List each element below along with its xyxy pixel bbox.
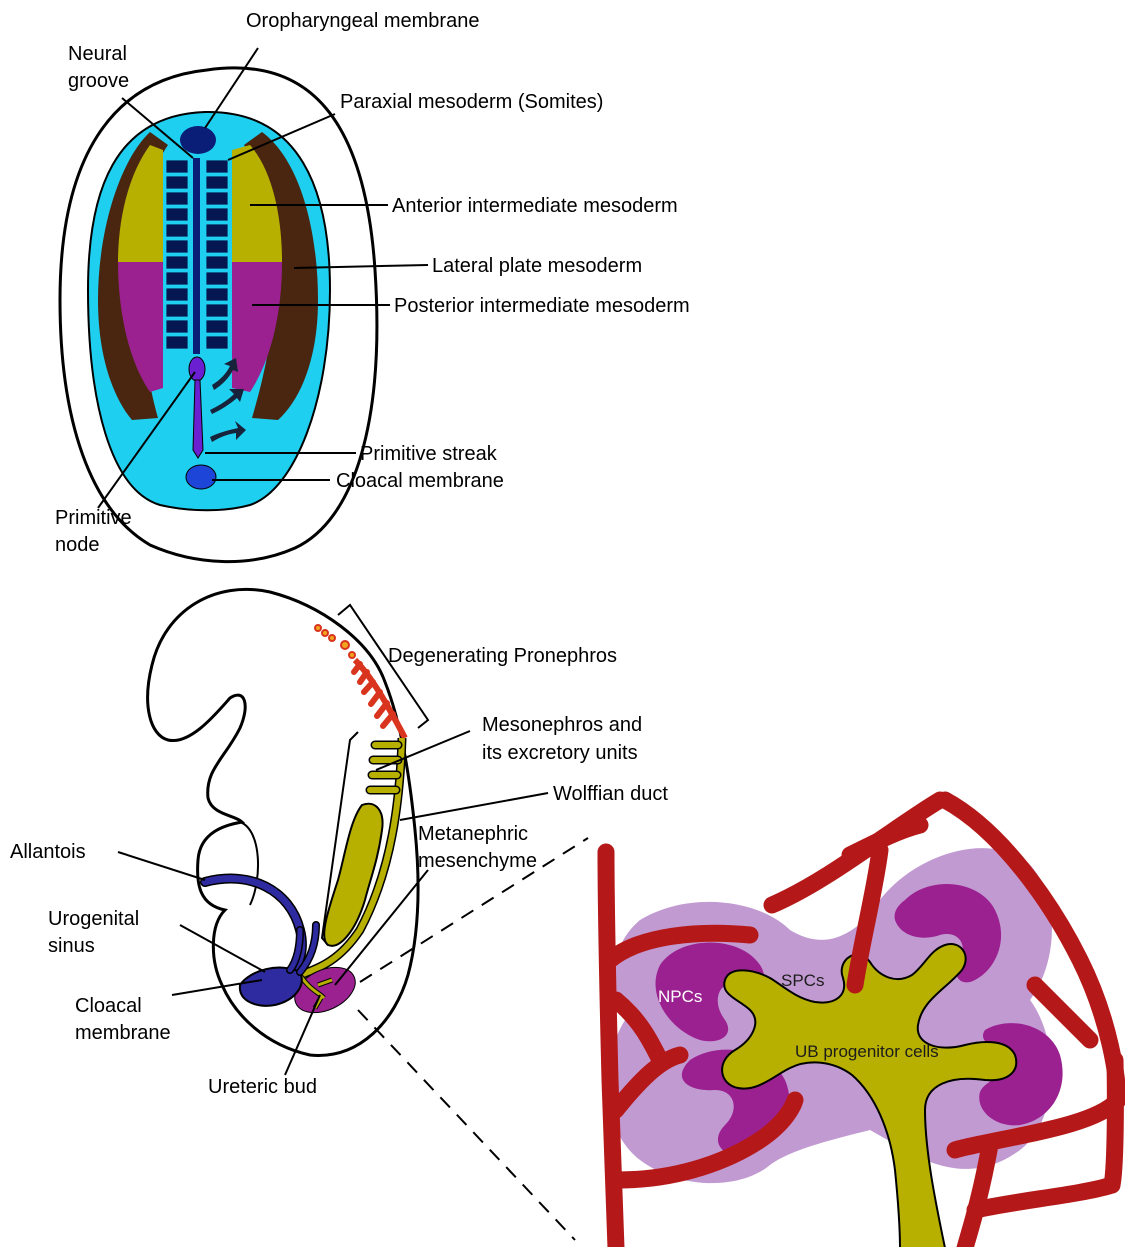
embryonic-disc-panel: Oropharyngeal membrane Neural groove Par… bbox=[55, 10, 690, 562]
somite-left-11 bbox=[166, 320, 188, 333]
somite-left-12 bbox=[166, 336, 188, 349]
zoom-line-bottom bbox=[358, 1010, 575, 1240]
somite-left-7 bbox=[166, 256, 188, 269]
label-posterior-intermediate-mesoderm: Posterior intermediate mesoderm bbox=[394, 295, 690, 317]
label-neural-groove-line1: Neural bbox=[68, 43, 127, 65]
somite-left-5 bbox=[166, 224, 188, 237]
label-mesonephros-line1: Mesonephros and bbox=[482, 714, 642, 736]
somite-left-4 bbox=[166, 208, 188, 221]
somite-right-9 bbox=[206, 288, 228, 301]
somite-right-1 bbox=[206, 160, 228, 173]
somite-right-10 bbox=[206, 304, 228, 317]
somite-right-5 bbox=[206, 224, 228, 237]
label-mesonephros-line2: its excretory units bbox=[482, 742, 638, 764]
label-urogenital-line1: Urogenital bbox=[48, 908, 139, 930]
somite-left-1 bbox=[166, 160, 188, 173]
somite-right-3 bbox=[206, 192, 228, 205]
label-metanephric-line2: mesenchyme bbox=[418, 850, 537, 872]
neural-groove-shape bbox=[193, 158, 200, 354]
label-urogenital-line2: sinus bbox=[48, 935, 95, 957]
label-spcs: SPCs bbox=[781, 971, 824, 990]
somite-right-2 bbox=[206, 176, 228, 189]
label-oropharyngeal-membrane: Oropharyngeal membrane bbox=[246, 10, 479, 32]
label-cloacal-membrane-top: Cloacal membrane bbox=[336, 470, 504, 492]
label-lateral-plate-mesoderm: Lateral plate mesoderm bbox=[432, 255, 642, 277]
label-paraxial-mesoderm: Paraxial mesoderm (Somites) bbox=[340, 91, 603, 113]
cloacal-membrane-shape bbox=[186, 465, 216, 489]
label-primitive-node-line1: Primitive bbox=[55, 507, 132, 529]
label-anterior-intermediate-mesoderm: Anterior intermediate mesoderm bbox=[392, 195, 678, 217]
somite-left-8 bbox=[166, 272, 188, 285]
label-cloacal-membrane-bottom-line2: membrane bbox=[75, 1022, 171, 1044]
somite-left-2 bbox=[166, 176, 188, 189]
label-ub-progenitor-cells: UB progenitor cells bbox=[795, 1042, 939, 1061]
somite-right-7 bbox=[206, 256, 228, 269]
label-wolffian-duct: Wolffian duct bbox=[553, 783, 668, 805]
label-cloacal-membrane-bottom-line1: Cloacal bbox=[75, 995, 142, 1017]
label-primitive-streak: Primitive streak bbox=[360, 443, 498, 465]
somite-right-4 bbox=[206, 208, 228, 221]
label-degenerating-pronephros: Degenerating Pronephros bbox=[388, 645, 617, 667]
oropharyngeal-membrane-shape bbox=[180, 126, 216, 154]
label-allantois: Allantois bbox=[10, 841, 86, 863]
nephrogenic-niche-panel: NPCs SPCs UB progenitor cells bbox=[606, 800, 1118, 1247]
somite-left-3 bbox=[166, 192, 188, 205]
somite-right-8 bbox=[206, 272, 228, 285]
label-neural-groove-line2: groove bbox=[68, 70, 129, 92]
label-ureteric-bud: Ureteric bud bbox=[208, 1076, 317, 1098]
label-metanephric-line1: Metanephric bbox=[418, 823, 528, 845]
somite-right-6 bbox=[206, 240, 228, 253]
embryo-sagittal-panel: Degenerating Pronephros Mesonephros and … bbox=[10, 589, 668, 1240]
somite-left-10 bbox=[166, 304, 188, 317]
somite-right-11 bbox=[206, 320, 228, 333]
somite-left-9 bbox=[166, 288, 188, 301]
somite-left-6 bbox=[166, 240, 188, 253]
label-npcs: NPCs bbox=[658, 987, 702, 1006]
label-primitive-node-line2: node bbox=[55, 534, 100, 556]
somite-right-12 bbox=[206, 336, 228, 349]
